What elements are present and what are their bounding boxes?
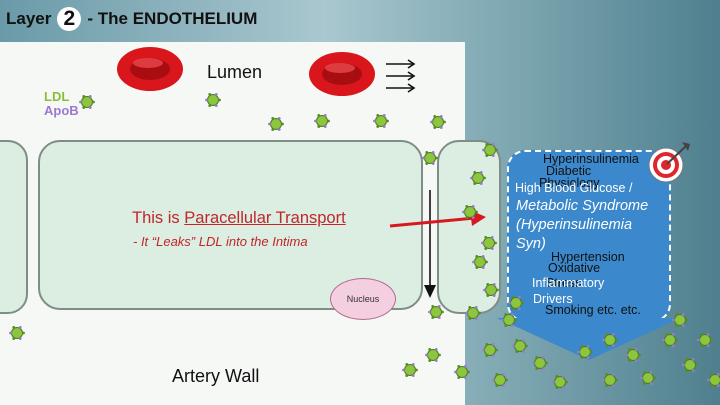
flow-arrows-icon [386,59,416,93]
ldl-particle-icon [9,325,25,341]
title-suffix: - The ENDOTHELIUM [87,9,258,28]
ldl-particle-icon [577,344,593,360]
risk-item: Inflammatory [532,276,605,290]
ldl-label: LDL [44,89,70,104]
lumen-label: Lumen [207,62,263,82]
ldl-particle-icon [430,114,446,130]
artery-wall-label: Artery Wall [172,366,260,386]
title-prefix: Layer [6,9,52,28]
risk-item: Smoking etc. etc. [545,303,641,317]
ldl-particle-icon [625,347,641,363]
risk-factors-panel [507,150,671,322]
risk-item: Metabolic Syndrome [516,198,649,214]
ldl-particle-icon [428,304,444,320]
ldl-legend: LDL ApoB [44,90,79,118]
ldl-particle-icon [682,357,698,373]
endothelial-cell-left [0,140,28,314]
ldl-particle-icon [483,282,499,298]
ldl-particle-icon [602,372,618,388]
ldl-particle-icon [462,204,478,220]
ldl-particle-icon [602,332,618,348]
red-blood-cell-icon [117,47,183,91]
ldl-particle-icon [454,364,470,380]
paracellular-prefix: This is [132,209,185,227]
ldl-particle-icon [512,338,528,354]
paracellular-text: This is Paracellular Transport [132,209,346,228]
ldl-particle-icon [492,372,508,388]
ldl-particle-icon [422,150,438,166]
risk-item: Stress [546,276,582,290]
risk-item: Hyperinsulinemia [543,152,639,166]
risk-item: Diabetic [546,164,592,178]
ldl-particle-icon [662,332,678,348]
slide-title: Layer 2 - The ENDOTHELIUM [6,6,257,32]
ldl-particle-icon [508,295,524,311]
ldl-particle-icon [707,372,720,388]
ldl-particles [9,92,720,390]
ldl-particle-icon [501,312,517,328]
risk-item: High Blood Glucose / [515,181,633,195]
ldl-particle-icon [268,116,284,132]
apob-label: ApoB [44,103,79,118]
nucleus: Nucleus [330,278,396,320]
ldl-particle-icon [465,305,481,321]
downward-arrow-icon [424,190,436,298]
risk-item: Drivers [533,292,573,306]
risk-item: Syn) [516,236,546,252]
target-icon [648,142,690,183]
risk-item: (Hyperinsulinemia [516,217,633,233]
ldl-particle-icon [402,362,418,378]
ldl-particle-icon [481,235,497,251]
ldl-particle-icon [552,374,568,390]
paracellular-link-text: Paracellular Transport [184,209,346,227]
leaks-text: - It “Leaks” LDL into the Intima [133,234,308,249]
ldl-particle-icon [425,347,441,363]
layer-number-badge: 2 [57,7,82,31]
ldl-particle-icon [472,254,488,270]
risk-item: Oxidative [548,261,601,275]
ldl-particle-icon [470,170,486,186]
ldl-particle-icon [640,370,656,386]
ldl-particle-icon [79,94,95,110]
ldl-particle-icon [482,142,498,158]
risk-item: Hypertension [551,250,625,264]
ldl-particle-icon [314,113,330,129]
ldl-particle-icon [532,355,548,371]
nucleus-label: Nucleus [346,294,380,304]
red-blood-cell-icon [309,52,375,96]
ldl-particle-icon [205,92,221,108]
ldl-particle-icon [482,342,498,358]
risk-item: Physiology [539,176,600,190]
ldl-particle-icon [697,332,713,348]
ldl-particle-icon [672,312,688,328]
ldl-particle-icon [373,113,389,129]
